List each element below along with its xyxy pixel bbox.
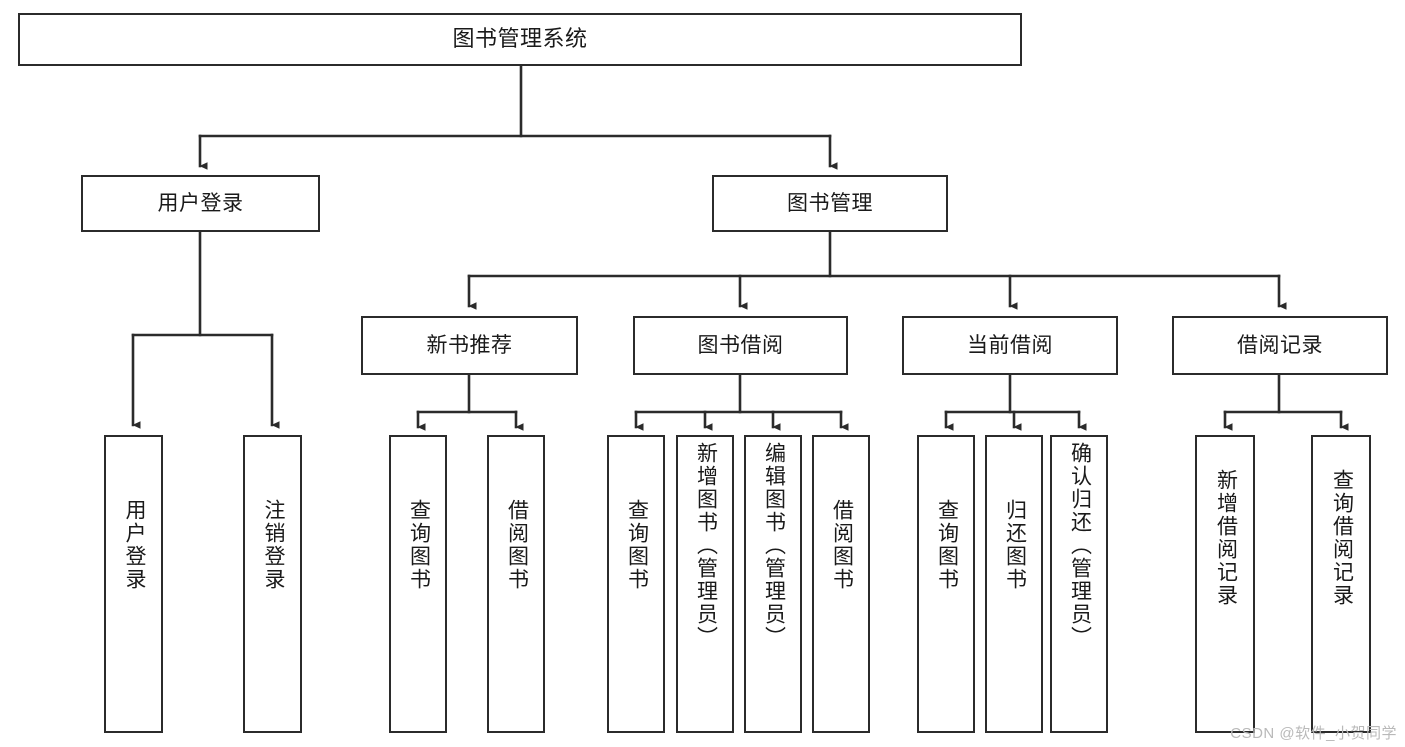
node-label: 新增图书（管理员） (694, 442, 718, 649)
leaf-confirm-return[interactable]: 确认归还（管理员） (1050, 435, 1108, 733)
node-label: 查询借阅记录 (1330, 469, 1354, 607)
leaf-borrow-book-2[interactable]: 借阅图书 (812, 435, 870, 733)
leaf-query-book-2[interactable]: 查询图书 (607, 435, 665, 733)
leaf-query-record[interactable]: 查询借阅记录 (1311, 435, 1371, 733)
node-label: 编辑图书（管理员） (762, 442, 786, 649)
leaf-borrow-book-1[interactable]: 借阅图书 (487, 435, 545, 733)
leaf-query-book-1[interactable]: 查询图书 (389, 435, 447, 733)
node-label: 用户登录 (122, 499, 146, 591)
leaf-return-book[interactable]: 归还图书 (985, 435, 1043, 733)
leaf-query-book-3[interactable]: 查询图书 (917, 435, 975, 733)
node-book-manage[interactable]: 图书管理 (712, 175, 948, 232)
node-user-login[interactable]: 用户登录 (81, 175, 320, 232)
node-label: 确认归还（管理员） (1068, 442, 1092, 649)
node-label: 归还图书 (1003, 499, 1027, 591)
node-borrow-record[interactable]: 借阅记录 (1172, 316, 1388, 375)
node-new-book-recommend[interactable]: 新书推荐 (361, 316, 578, 375)
node-label: 新书推荐 (426, 333, 513, 357)
node-label: 查询图书 (625, 499, 649, 591)
leaf-user-login[interactable]: 用户登录 (104, 435, 163, 733)
node-current-borrow[interactable]: 当前借阅 (902, 316, 1118, 375)
node-book-borrow[interactable]: 图书借阅 (633, 316, 848, 375)
leaf-add-book[interactable]: 新增图书（管理员） (676, 435, 734, 733)
node-label: 借阅图书 (830, 499, 854, 591)
leaf-edit-book[interactable]: 编辑图书（管理员） (744, 435, 802, 733)
node-root-book-management-system[interactable]: 图书管理系统 (18, 13, 1022, 66)
node-label: 查询图书 (407, 499, 431, 591)
node-label: 图书管理 (787, 191, 873, 215)
leaf-logout[interactable]: 注销登录 (243, 435, 302, 733)
node-label: 图书管理系统 (452, 26, 588, 52)
node-label: 借阅图书 (505, 499, 529, 591)
node-label: 借阅记录 (1237, 333, 1323, 357)
node-label: 用户登录 (157, 191, 244, 215)
leaf-add-record[interactable]: 新增借阅记录 (1195, 435, 1255, 733)
node-label: 当前借阅 (967, 333, 1053, 357)
node-label: 新增借阅记录 (1214, 469, 1238, 607)
watermark: CSDN @软件_小贺同学 (1230, 725, 1397, 742)
node-label: 图书借阅 (697, 333, 784, 357)
node-label: 查询图书 (935, 499, 959, 591)
node-label: 注销登录 (261, 499, 285, 591)
